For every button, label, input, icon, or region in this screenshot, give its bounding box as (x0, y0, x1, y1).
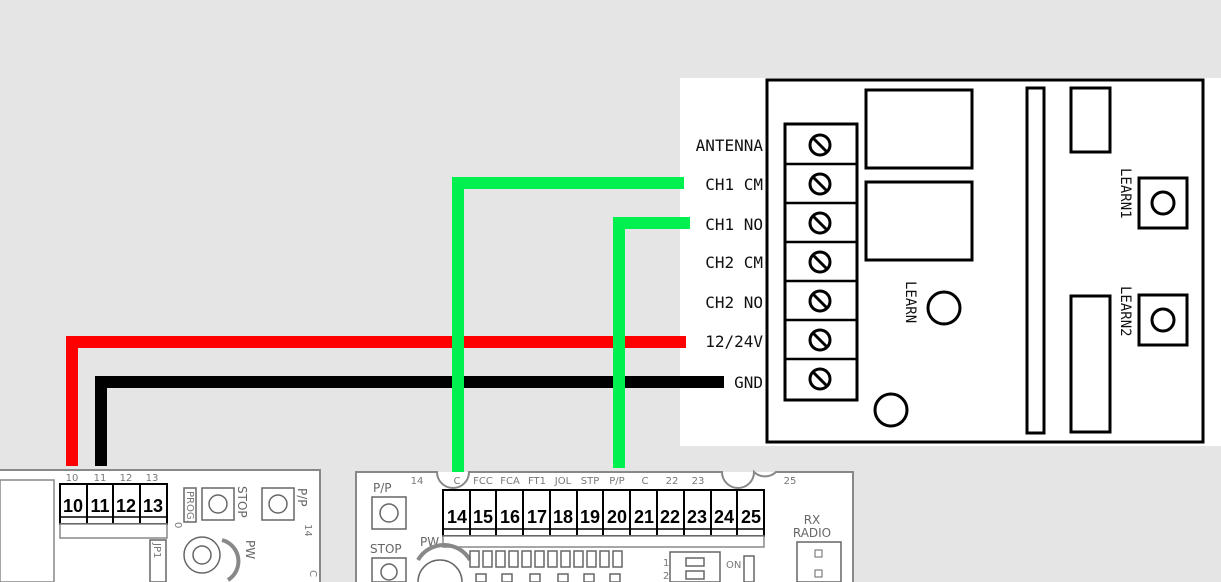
learn2-button[interactable] (1137, 293, 1189, 347)
main-terminal-number: 23 (687, 507, 707, 527)
main-terminal-number: 24 (714, 507, 734, 527)
left-top-label: 13 (146, 473, 159, 484)
learn1-label: LEARN1 (1117, 168, 1133, 219)
main-board-outline (355, 469, 854, 582)
terminal-screw (808, 250, 832, 274)
main-terminal-number: 18 (553, 507, 573, 527)
main-terminal-number: 19 (580, 507, 600, 527)
dip-2-label: 2 (663, 571, 669, 582)
rail-strip (1025, 86, 1046, 435)
main-25-label: 25 (784, 476, 797, 487)
jp1-label: JP1 (151, 542, 162, 558)
label-ch1-cm: CH1 CM (705, 175, 763, 194)
main-terminal-number: 17 (527, 507, 547, 527)
left-top-label: 12 (120, 473, 133, 484)
pp-label: P/P (295, 488, 309, 507)
learn2-label: LEARN2 (1117, 286, 1133, 337)
left-c-label: C (307, 570, 318, 577)
left-14-label: 14 (302, 524, 313, 537)
component-bottom (1069, 294, 1112, 434)
label-ch2-no: CH2 NO (705, 293, 763, 312)
left-pw-label: PW (243, 540, 257, 559)
radio-label: RADIO (793, 526, 831, 540)
zero-label: 0 (172, 522, 183, 528)
left-terminal-number: 11 (90, 496, 109, 516)
main-terminal-number: 14 (447, 507, 467, 527)
stop-button[interactable] (201, 487, 235, 521)
terminal-screw (808, 133, 832, 157)
main-board: 14 25 C FCC FCA FT1 JOL STP P/P C 22 23 … (355, 469, 854, 582)
left-board: 10 11 12 13 10 11 12 13 PROG. STOP P/P 1… (0, 469, 321, 582)
label-12-24v: 12/24V (705, 332, 763, 351)
main-top-label: STP (581, 476, 600, 487)
terminal-screw (808, 172, 832, 196)
main-top-label: FT1 (528, 476, 546, 487)
mounting-hole (873, 392, 909, 428)
terminal-screw (808, 289, 832, 313)
main-top-label: C (454, 476, 461, 487)
label-ch2-cm: CH2 CM (705, 253, 763, 272)
on-label: ON (726, 560, 741, 571)
jp1-jumper (149, 539, 167, 582)
left-top-label: 10 (66, 473, 79, 484)
main-top-label: FCA (500, 476, 520, 487)
relay-1 (864, 88, 974, 170)
pp-button[interactable] (261, 487, 295, 521)
stop-label: STOP (235, 486, 249, 518)
label-gnd: GND (734, 373, 763, 392)
left-top-label: 11 (94, 473, 107, 484)
left-terminal-number: 12 (116, 496, 136, 516)
learn1-button[interactable] (1137, 176, 1189, 230)
terminal-screw (808, 211, 832, 235)
main-top-label: 23 (692, 476, 705, 487)
learn-button[interactable] (926, 290, 962, 326)
main-top-label: P/P (609, 476, 624, 487)
terminal-screw (808, 328, 832, 352)
main-pp-button[interactable] (371, 496, 407, 530)
main-top-label: JOL (554, 476, 572, 487)
main-terminal-number: 20 (607, 507, 627, 527)
dip-1-label: 1 (663, 558, 669, 569)
component-top (1069, 86, 1112, 154)
wire-red-12-24v (66, 336, 686, 466)
terminal-screw (808, 367, 832, 391)
main-terminal-number: 21 (634, 507, 654, 527)
main-terminal-number: 15 (473, 507, 493, 527)
main-14-label: 14 (411, 476, 424, 487)
main-pw-trimmer[interactable] (416, 542, 472, 582)
main-stop-label: STOP (370, 542, 402, 556)
learn-label: LEARN (902, 281, 918, 323)
label-ch1-no: CH1 NO (705, 215, 763, 234)
wire-black-gnd (95, 376, 724, 466)
main-terminal-number: 16 (500, 507, 520, 527)
prog-jumper (183, 487, 197, 523)
main-top-label: FCC (473, 476, 493, 487)
main-pp-label: P/P (373, 481, 392, 495)
pw-trimmer[interactable] (183, 536, 241, 582)
main-terminal-number: 25 (741, 507, 761, 527)
relay-2 (864, 180, 974, 262)
main-terminal-number: 22 (660, 507, 680, 527)
main-top-label: 22 (666, 476, 679, 487)
led-row (469, 550, 623, 568)
prog-label: PROG. (184, 491, 195, 523)
left-terminal-number: 10 (63, 496, 83, 516)
label-antenna: ANTENNA (696, 136, 764, 155)
on-switch[interactable] (743, 555, 755, 582)
receiver-module: LEARN LEARN1 LEARN2 ANTENNA CH1 CM CH1 N… (680, 78, 1221, 446)
rx-label: RX (804, 513, 821, 527)
wire-green-ch1-cm (452, 177, 684, 472)
main-top-label: C (642, 476, 649, 487)
resistor-row (475, 573, 621, 582)
left-terminal-number: 13 (143, 496, 163, 516)
wire-green-ch1-no (613, 217, 690, 468)
wires (66, 177, 724, 472)
